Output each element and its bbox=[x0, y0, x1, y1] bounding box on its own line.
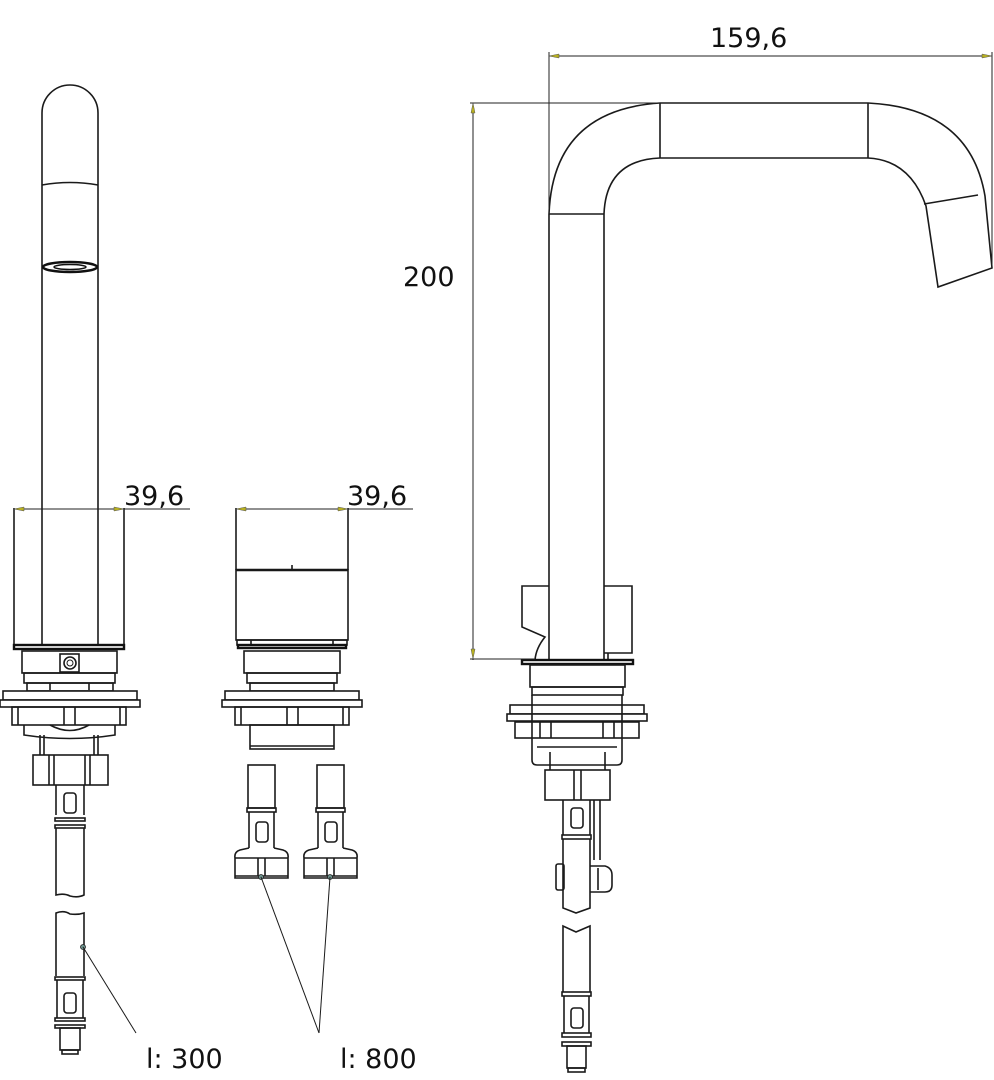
hose-length-label-800: l: 800 bbox=[340, 1044, 417, 1075]
dimension-mixer-width bbox=[235, 506, 413, 512]
dimension-spout-reach bbox=[548, 52, 993, 268]
mixer-hose-right bbox=[303, 764, 358, 879]
hose-length-label-300: l: 300 bbox=[146, 1044, 223, 1075]
mixer-side-view bbox=[221, 508, 363, 1034]
dimension-spout-side-width bbox=[13, 506, 190, 512]
spout-side-view bbox=[0, 84, 141, 1055]
dimension-spout-height bbox=[470, 102, 660, 660]
dimension-label-spout-side-width: 39,6 bbox=[124, 481, 184, 512]
dimension-label-spout-reach: 159,6 bbox=[710, 23, 787, 54]
mixer-hose-left bbox=[234, 764, 289, 879]
dimension-label-spout-height: 200 bbox=[403, 262, 455, 293]
spout-front-view bbox=[506, 102, 993, 1073]
dimension-label-mixer-width: 39,6 bbox=[347, 481, 407, 512]
